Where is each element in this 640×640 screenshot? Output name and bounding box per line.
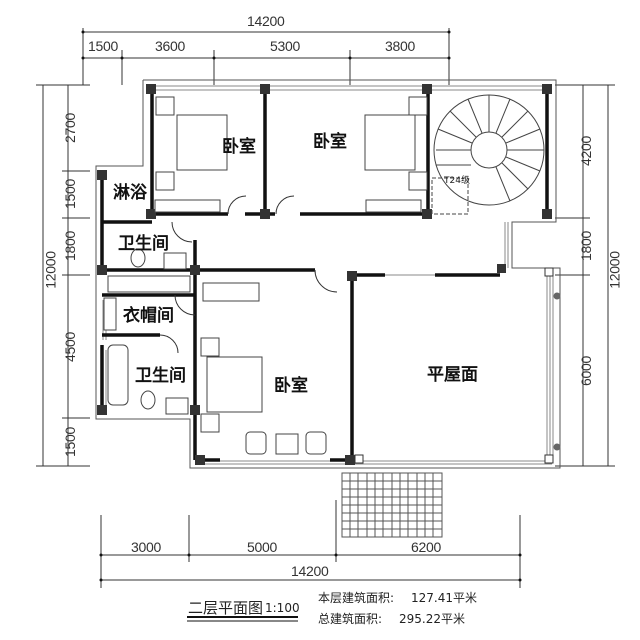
dim-left-seg-2: 1500 — [61, 179, 78, 209]
spiral-stair — [431, 94, 545, 215]
dim-left-total: 12000 — [42, 251, 59, 289]
dim-left-seg-4: 4500 — [61, 332, 78, 362]
room-label-bedroom-3: 卧室 — [274, 376, 308, 396]
dimension-lines — [36, 28, 615, 588]
dim-bottom-seg-3: 6200 — [411, 539, 441, 555]
dim-top-total: 14200 — [247, 13, 285, 29]
dim-right-seg-1: 4200 — [577, 136, 594, 166]
room-label-bathroom-2: 卫生间 — [135, 366, 186, 386]
dim-right-total: 12000 — [606, 251, 623, 289]
dim-right-seg-2: 1800 — [577, 231, 594, 261]
dim-top-seg-2: 3600 — [155, 38, 185, 54]
floor-area-label: 本层建筑面积: — [318, 591, 395, 605]
furniture — [103, 96, 428, 455]
bed-2 — [364, 114, 416, 171]
doors — [159, 195, 338, 354]
dim-bottom-seg-1: 3000 — [131, 539, 161, 555]
floor-area-value: 127.41平米 — [411, 591, 477, 605]
bed-3 — [206, 356, 263, 413]
dim-top-seg-4: 3800 — [385, 38, 415, 54]
room-label-bedroom-2: 卧室 — [313, 132, 347, 152]
dimension-ticks — [81, 30, 522, 582]
dim-top-seg-1: 1500 — [88, 38, 118, 54]
rain-pipes — [553, 292, 561, 451]
drawing-scale: 1:100 — [265, 601, 300, 615]
dim-bottom-total: 14200 — [291, 563, 329, 579]
room-label-bathroom-1: 卫生间 — [118, 234, 169, 254]
dim-left-seg-5: 1500 — [61, 427, 78, 457]
room-label-shower: 淋浴 — [113, 183, 147, 203]
dim-left-seg-1: 2700 — [61, 113, 78, 143]
room-label-bedroom-1: 卧室 — [222, 137, 256, 157]
total-area-value: 295.22平米 — [399, 612, 465, 626]
total-area-label: 总建筑面积: — [318, 612, 383, 626]
bed-1 — [176, 114, 228, 171]
dim-left-seg-3: 1800 — [61, 231, 78, 261]
drawing-title: 二层平面图 — [188, 599, 264, 617]
outline — [95, 79, 561, 469]
walls — [100, 90, 549, 462]
dim-top-seg-3: 5300 — [270, 38, 300, 54]
title-underline — [187, 616, 298, 622]
dim-bottom-seg-2: 5000 — [247, 539, 277, 555]
roof-corners — [354, 267, 554, 464]
room-label-closet: 衣帽间 — [123, 306, 174, 326]
columns — [97, 84, 552, 465]
stair-label: T24级 — [444, 176, 470, 186]
dim-right-seg-3: 6000 — [577, 356, 594, 386]
entrance-steps — [341, 472, 443, 538]
room-label-flat-roof: 平屋面 — [427, 365, 478, 385]
